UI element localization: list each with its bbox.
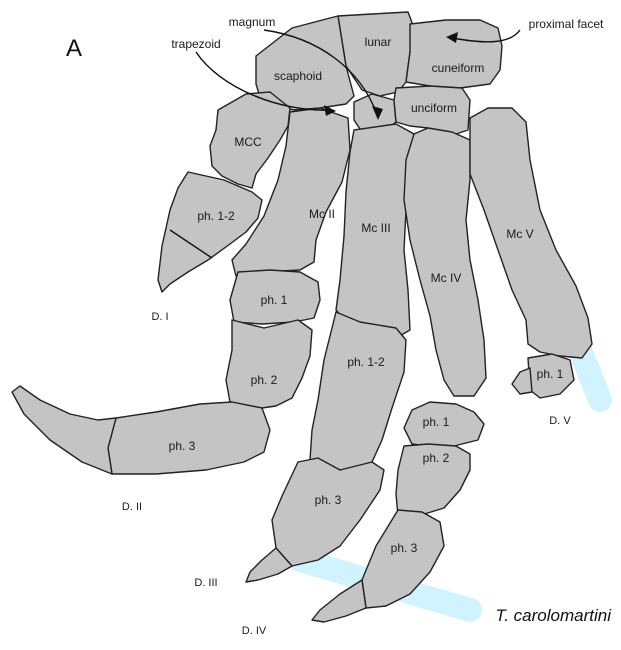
d5-ph1-label: ph. 1	[537, 367, 564, 381]
d4-ph2-label: ph. 2	[423, 451, 450, 465]
cuneiform-label: cuneiform	[432, 61, 485, 75]
mc4-label: Mc IV	[431, 271, 462, 285]
d4-ph3-label: ph. 3	[391, 541, 418, 555]
digit-ii-label: D. II	[122, 501, 142, 513]
mc2-label: Mc II	[309, 207, 335, 221]
d2-ph1-label: ph. 1	[261, 293, 288, 307]
d3-ph3-bone	[272, 458, 384, 566]
digit-iii-label: D. III	[194, 577, 217, 589]
digit-v-label: D. V	[549, 415, 571, 427]
species-name: T. carolomartini	[495, 606, 612, 625]
d2-ph3-bone	[108, 402, 270, 474]
proximal-facet-callout-label: proximal facet	[529, 17, 604, 31]
mc5-label: Mc V	[506, 227, 533, 241]
digit-iv-label: D. IV	[242, 625, 267, 637]
d2-ph3-label: ph. 3	[169, 439, 196, 453]
d1-ph12-label: ph. 1-2	[197, 209, 235, 223]
panel-letter: A	[66, 35, 82, 62]
lunar-label: lunar	[365, 35, 392, 49]
mc3-label: Mc III	[361, 221, 390, 235]
trapezoid-callout-label: trapezoid	[171, 37, 220, 51]
mcc-label: MCC	[234, 135, 262, 149]
digit-i-label: D. I	[151, 311, 168, 323]
d5-ph1-nub	[512, 368, 532, 394]
d2-claw-bone	[12, 386, 116, 474]
d4-ph1-label: ph. 1	[423, 415, 450, 429]
d3-ph3-label: ph. 3	[315, 493, 342, 507]
cuneiform-bone	[406, 20, 502, 88]
d3-ph12-bone	[310, 312, 406, 470]
d4-claw-bone	[312, 580, 366, 622]
d3-ph12-label: ph. 1-2	[347, 355, 385, 369]
d2-ph2-bone	[226, 320, 312, 408]
unciform-label: unciform	[411, 101, 457, 115]
d2-ph2-label: ph. 2	[251, 373, 278, 387]
scaphoid-label: scaphoid	[274, 69, 322, 83]
magnum-callout-label: magnum	[229, 15, 276, 29]
